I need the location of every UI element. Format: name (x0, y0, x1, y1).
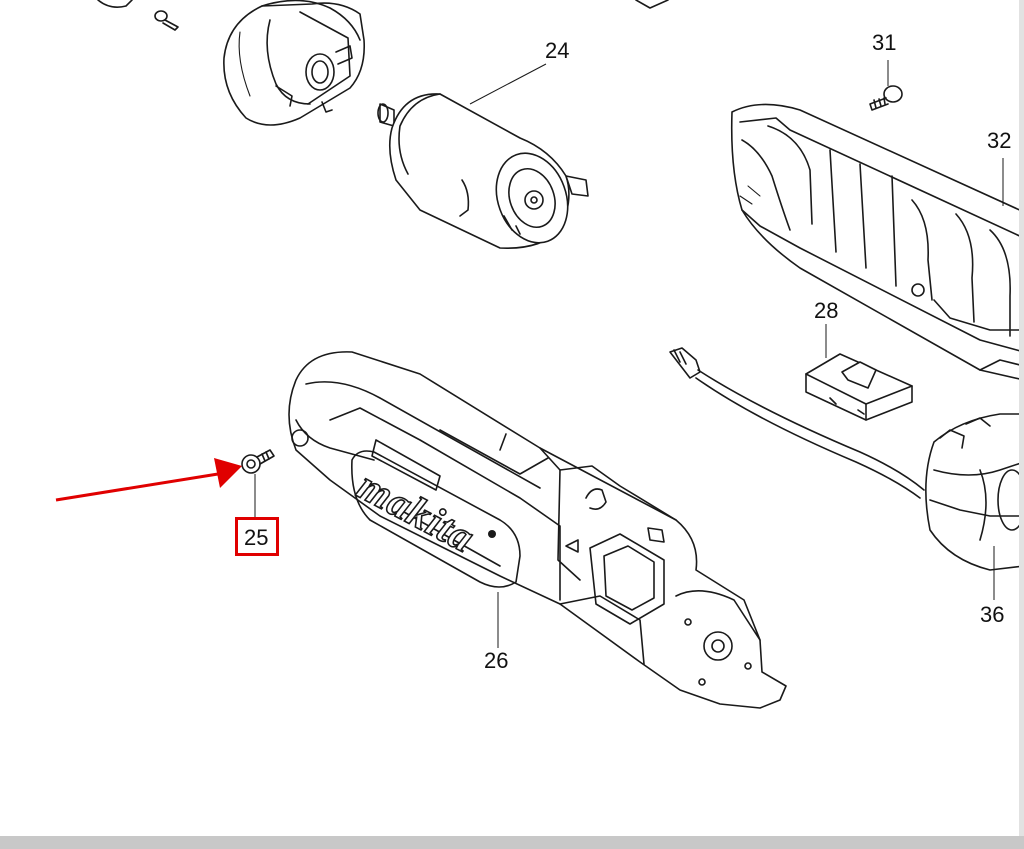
bottom-scrollbar[interactable] (0, 836, 1024, 849)
highlight-box-25 (235, 517, 279, 556)
part-label-36: 36 (980, 602, 1005, 627)
top-partial-part (97, 0, 669, 9)
wire-harness-part (669, 347, 925, 499)
holder-part-36 (925, 413, 1024, 571)
screw-part-25 (241, 449, 275, 474)
part-label-31: 31 (872, 30, 897, 55)
red-arrow (55, 458, 242, 502)
screw-part-31 (869, 85, 903, 111)
part-label-26: 26 (484, 648, 509, 673)
part-label-32: 32 (987, 128, 1012, 153)
motor-part-24 (377, 93, 589, 249)
housing-part-26 (288, 351, 787, 709)
switch-part-28 (805, 353, 913, 421)
housing-part-32 (730, 103, 1024, 381)
part-label-25: 25 (244, 525, 269, 550)
scrollbar-track[interactable] (1019, 0, 1024, 836)
part-label-24: 24 (545, 38, 570, 63)
small-screw-top-left (154, 10, 179, 31)
leader-24 (469, 63, 547, 105)
part-label-28: 28 (814, 298, 839, 323)
gear-housing-part (223, 0, 366, 126)
